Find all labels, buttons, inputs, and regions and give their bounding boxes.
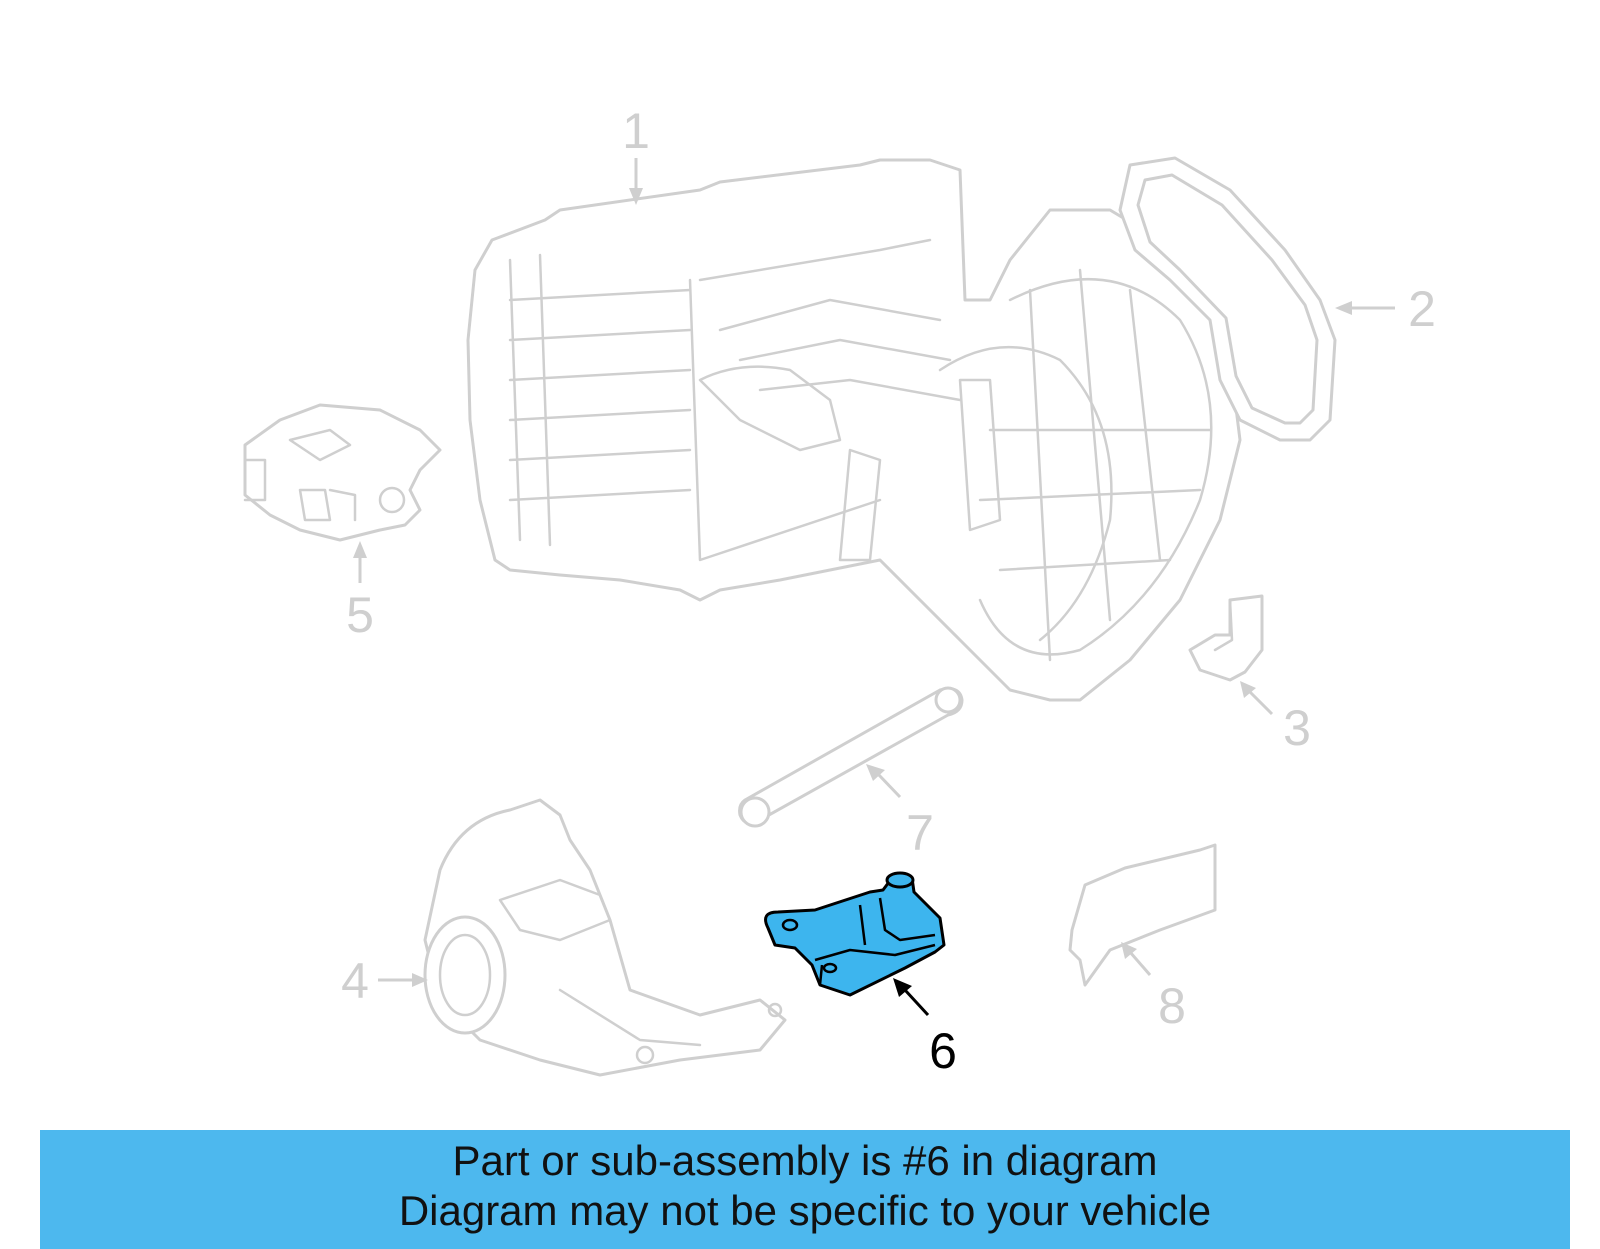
leader-1 [629, 158, 643, 205]
leader-3 [1240, 681, 1274, 716]
part-6-highlighted [764, 871, 946, 997]
banner-line-disclaimer: Diagram may not be specific to your vehi… [398, 1187, 1212, 1234]
part-4-blower [423, 798, 787, 1077]
leader-2 [1335, 301, 1395, 315]
info-banner: Part or sub-assembly is #6 in diagram Di… [40, 1130, 1570, 1249]
part-3-bracket [1188, 594, 1264, 682]
callout-2: 2 [1408, 281, 1436, 337]
banner-line-part: Part or sub-assembly is #6 in diagram [452, 1137, 1158, 1184]
callout-5: 5 [346, 587, 374, 643]
leader-7 [866, 764, 902, 799]
part-2-gasket [1118, 156, 1337, 442]
part-8-duct [1068, 843, 1217, 987]
part-1-case [466, 158, 1242, 702]
leader-4 [378, 973, 428, 987]
part-7-rod [738, 686, 964, 828]
callout-7: 7 [906, 805, 934, 861]
callout-3: 3 [1283, 700, 1311, 756]
callout-6: 6 [929, 1023, 957, 1079]
callout-4: 4 [341, 953, 369, 1009]
part-5-actuator [243, 403, 442, 542]
leader-8 [1121, 942, 1152, 976]
leader-6 [893, 978, 930, 1017]
callout-1: 1 [622, 103, 650, 159]
callout-8: 8 [1158, 978, 1186, 1034]
leader-5 [353, 541, 367, 583]
